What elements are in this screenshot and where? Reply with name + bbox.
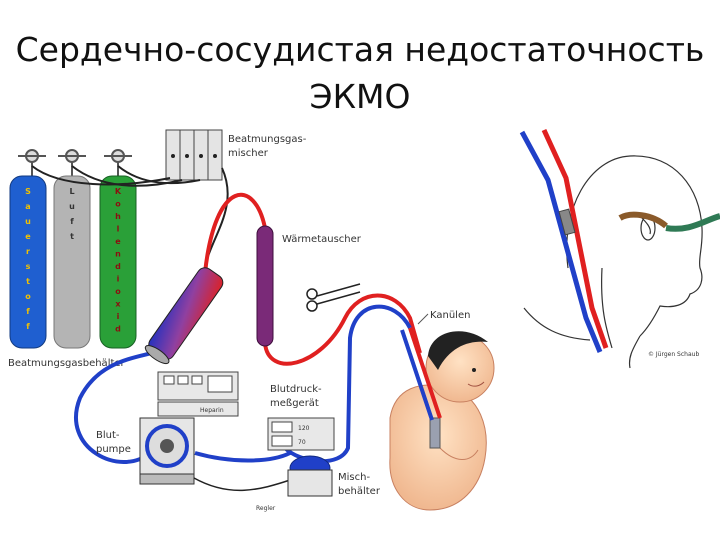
cylinder-letter: t <box>70 232 74 241</box>
mix-label-1: Misch- <box>338 472 370 483</box>
bp-label-2: meßgerät <box>270 398 319 409</box>
cylinder-letter: f <box>26 322 30 331</box>
cylinder-letter: K <box>115 187 122 196</box>
gas-mixer: Beatmungsgas- mischer <box>165 129 307 181</box>
cylinder-letter: d <box>115 262 121 271</box>
cylinder-letter: t <box>26 277 30 286</box>
bp-monitor: Blutdruck- meßgerät 120 70 <box>267 384 335 451</box>
cylinder-letter: i <box>117 312 120 321</box>
neck-cannula-red <box>541 128 609 349</box>
heat-exchanger: Wärmetauscher <box>256 225 362 347</box>
title-line-1: Сердечно-сосудистая недостаточность <box>15 30 705 69</box>
cylinder-letter: e <box>25 232 31 241</box>
pump-label-1: Blut- <box>96 430 120 441</box>
slide-title: Сердечно-сосудистая недостаточность ЭКМО <box>0 26 720 120</box>
oxygen-cylinder <box>9 175 47 349</box>
cylinder-valves <box>18 149 132 176</box>
cylinder-letter: s <box>26 262 31 271</box>
nose-tube <box>618 211 668 229</box>
head-profile <box>523 155 703 369</box>
title-line-2: ЭКМО <box>309 77 411 116</box>
cylinder-letter: u <box>25 217 31 226</box>
mixing-container: Misch- behälter Regler <box>256 455 381 512</box>
cylinder-letter: S <box>25 187 31 196</box>
gas-line <box>117 165 201 185</box>
cylinder-letter: u <box>69 202 75 211</box>
cylinder-letter: a <box>25 202 30 211</box>
face-tube <box>665 213 720 232</box>
cylinder-letter: o <box>115 200 121 209</box>
gas-mixer-label-2: mischer <box>228 148 269 159</box>
venous-cannula <box>400 329 434 421</box>
pump-label-2: pumpe <box>96 444 131 455</box>
mix-label-2: behälter <box>338 486 381 497</box>
cylinder-letter: e <box>115 237 121 246</box>
heparin-label: Heparin <box>200 407 224 414</box>
neck-cannula-blue <box>519 130 603 353</box>
gas-tanks-label: Beatmungsgasbehälter <box>8 358 126 369</box>
bp-value-1: 120 <box>298 425 310 432</box>
pump-to-mixer-line <box>193 477 291 492</box>
bp-value-2: 70 <box>298 439 306 446</box>
cannula-connector <box>558 208 576 236</box>
cylinder-letter: o <box>115 287 121 296</box>
cylinder-letter: x <box>115 300 121 309</box>
heat-exchanger-label: Wärmetauscher <box>282 234 362 245</box>
co2-cylinder <box>99 175 137 349</box>
cylinder-letter: r <box>26 247 30 256</box>
cylinder-letter: o <box>25 292 31 301</box>
arterial-line <box>203 192 422 366</box>
cylinder-letter: d <box>115 325 121 334</box>
cylinder-letter: f <box>26 307 30 316</box>
oxygenator <box>144 267 224 365</box>
venous-line-return <box>194 451 291 463</box>
cannulas-label: Kanülen <box>430 310 470 321</box>
heparin-monitor: Heparin <box>157 371 239 417</box>
cylinder-letter: L <box>69 187 74 196</box>
cylinder-letter: n <box>115 250 121 259</box>
regler-label: Regler <box>256 505 276 512</box>
cylinder-letter: h <box>115 212 121 221</box>
arterial-cannula <box>408 327 442 419</box>
cannulas-pointer <box>417 313 429 325</box>
scissors-icon <box>306 283 361 312</box>
cylinder-letter: l <box>117 225 120 234</box>
blood-pump: Blut- pumpe <box>96 417 195 485</box>
air-cylinder <box>53 175 91 349</box>
bp-label-1: Blutdruck- <box>270 384 322 395</box>
credit-label: © Jürgen Schaub <box>648 351 699 358</box>
cylinder-letter: f <box>70 217 74 226</box>
gas-mixer-label-1: Beatmungsgas- <box>228 134 307 145</box>
cylinder-letter: i <box>117 275 120 284</box>
baby-illustration <box>389 331 495 511</box>
